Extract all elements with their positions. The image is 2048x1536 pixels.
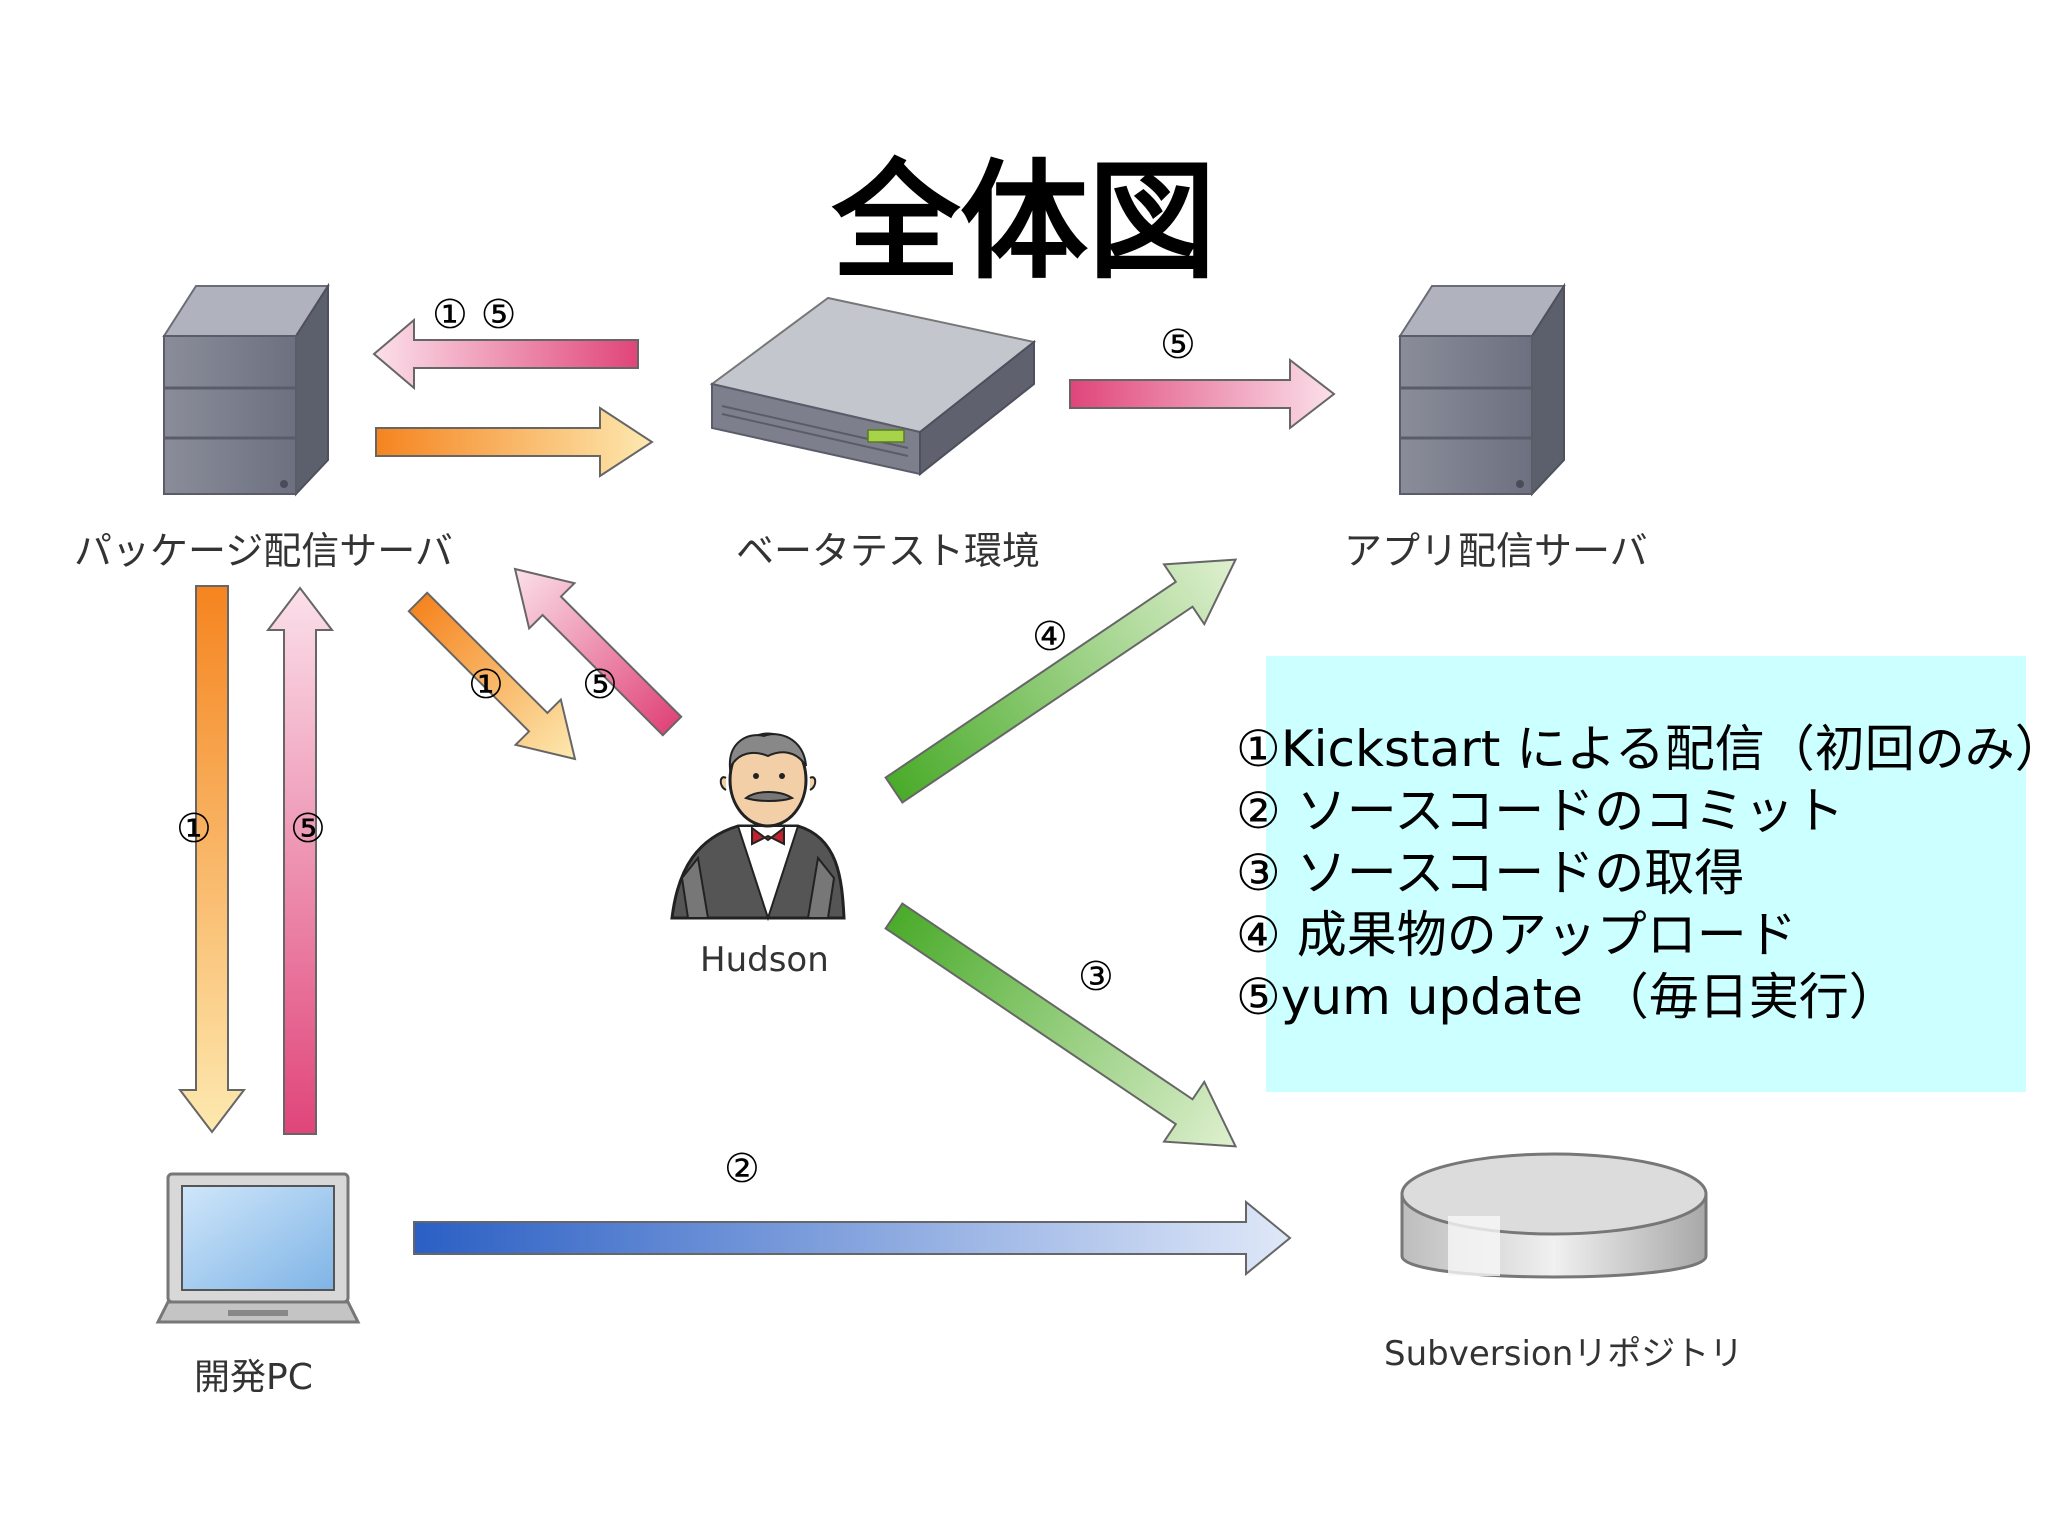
app-server-label: アプリ配信サーバ bbox=[1344, 529, 1648, 573]
hudson-butler-icon bbox=[670, 732, 846, 922]
arrow-pc-to-svn bbox=[413, 1199, 1292, 1277]
arrow-pc-to-package-server bbox=[265, 586, 335, 1135]
app-server-icon bbox=[1398, 282, 1566, 497]
package-server-icon bbox=[162, 282, 330, 497]
arrow-beta-to-app-server bbox=[1069, 357, 1336, 431]
svn-label: Subversionリポジトリ bbox=[1384, 1334, 1744, 1374]
svn-repository-icon bbox=[1400, 1152, 1708, 1279]
arrow-package-server-to-beta bbox=[375, 406, 654, 478]
arrow-package-server-to-hudson bbox=[407, 591, 577, 761]
edge-label-hudson-to-app-server: ④ bbox=[1032, 614, 1068, 660]
arrow-hudson-to-app-server bbox=[884, 558, 1238, 804]
beta-test-label: ベータテスト環境 bbox=[736, 529, 1041, 573]
hudson-label: Hudson bbox=[700, 940, 829, 980]
legend-item: ⑤yum update （毎日実行） bbox=[1236, 968, 1899, 1026]
edge-label-beta-to-app-server: ⑤ bbox=[1160, 322, 1196, 368]
package-server-label: パッケージ配信サーバ bbox=[74, 529, 453, 573]
edge-label-beta-to-package-server: ① ⑤ bbox=[432, 292, 517, 338]
edge-label-pc-to-package-server: ⑤ bbox=[290, 806, 326, 852]
legend-item: ④ 成果物のアップロード bbox=[1236, 906, 1797, 964]
legend-list: ①Kickstart による配信（初回のみ） ② ソースコードのコミット ③ ソ… bbox=[1236, 718, 2048, 1028]
arrow-hudson-to-svn bbox=[884, 902, 1238, 1148]
arrow-package-server-to-pc bbox=[177, 585, 247, 1134]
edge-label-hudson-to-svn: ③ bbox=[1078, 954, 1114, 1000]
edge-label-package-server-to-pc: ① bbox=[176, 806, 212, 852]
arrow-beta-to-package-server bbox=[372, 317, 639, 391]
arrow-hudson-to-package-server bbox=[513, 567, 683, 737]
dev-pc-laptop-icon bbox=[155, 1172, 361, 1324]
legend-item: ③ ソースコードの取得 bbox=[1236, 844, 1745, 902]
beta-test-server-icon bbox=[709, 296, 1037, 477]
edge-label-hudson-to-package-server: ⑤ bbox=[582, 662, 618, 708]
dev-pc-label: 開発PC bbox=[194, 1357, 313, 1398]
legend-item: ② ソースコードのコミット bbox=[1236, 782, 1845, 840]
edge-label-pc-to-svn: ② bbox=[724, 1146, 760, 1192]
edge-label-package-server-to-hudson: ① bbox=[468, 662, 504, 708]
page-title: 全体図 bbox=[831, 148, 1216, 297]
legend-item: ①Kickstart による配信（初回のみ） bbox=[1236, 720, 2048, 778]
legend-box bbox=[1266, 656, 2026, 1092]
